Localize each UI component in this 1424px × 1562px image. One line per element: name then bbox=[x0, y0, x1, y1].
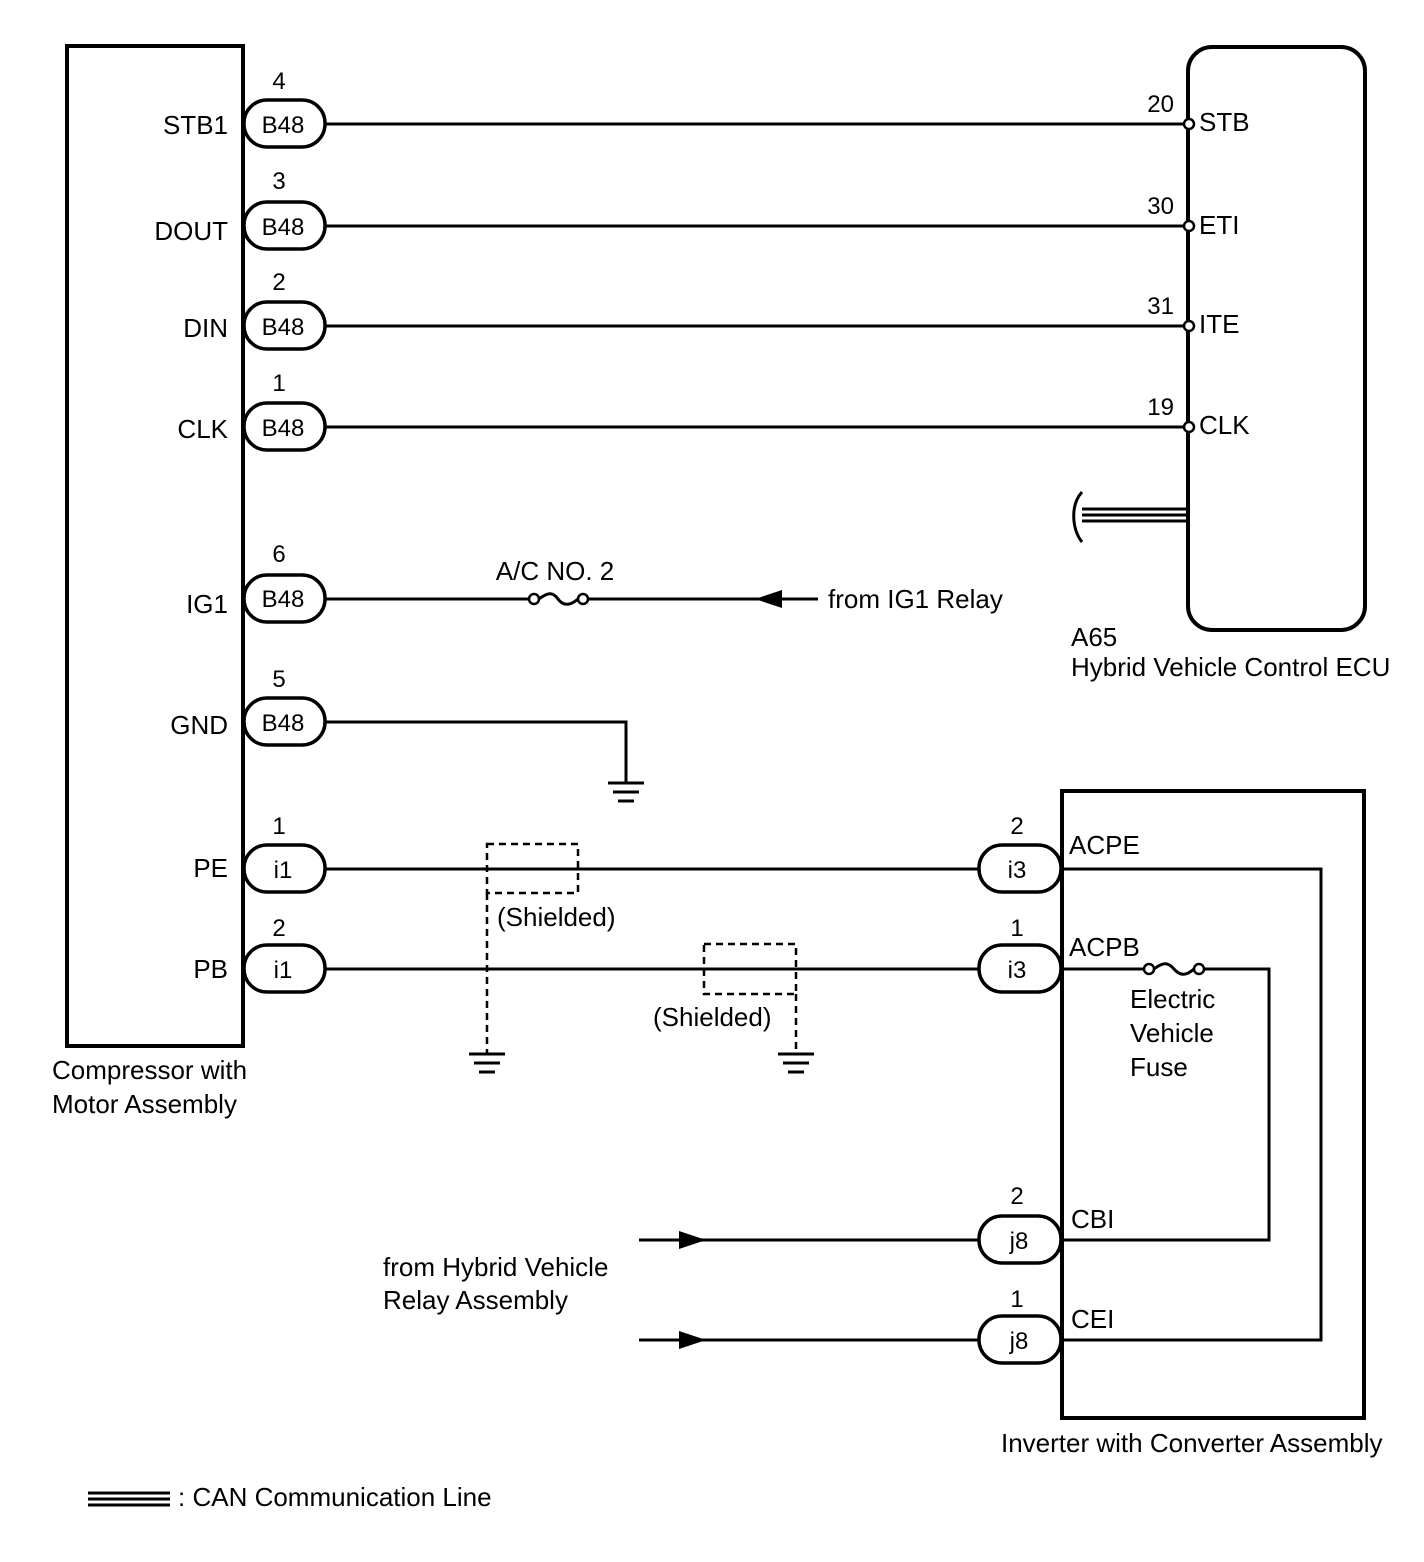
connector-b48-din: B48 2 bbox=[242, 269, 327, 351]
compressor-name-line2: Motor Assembly bbox=[52, 1089, 237, 1119]
pin-label-gnd: GND bbox=[170, 710, 228, 740]
pin-number: 6 bbox=[272, 541, 285, 568]
pin-label-dout: DOUT bbox=[154, 216, 228, 246]
pin-label-stb1: STB1 bbox=[163, 110, 228, 140]
fuse-ac-no2 bbox=[527, 592, 590, 606]
from-hv-relay-line2: Relay Assembly bbox=[383, 1285, 568, 1315]
ecu-pin-label-clk: CLK bbox=[1199, 410, 1250, 440]
connector-i3-acpb: i3 1 bbox=[977, 915, 1063, 994]
ecu-terminal-ite bbox=[1182, 319, 1196, 333]
from-ig1-relay: from IG1 Relay bbox=[828, 584, 1003, 614]
connector-code: i3 bbox=[1008, 857, 1027, 884]
shield-box-2 bbox=[702, 942, 798, 996]
connector-code: i1 bbox=[274, 857, 293, 884]
pin-number: 2 bbox=[1010, 1183, 1023, 1210]
connector-code: B48 bbox=[262, 710, 305, 737]
pin-number: 4 bbox=[272, 68, 285, 95]
pin-label-din: DIN bbox=[183, 313, 228, 343]
ev-fuse-label-1: Electric bbox=[1130, 984, 1215, 1014]
inv-wire-acpe-cei bbox=[1062, 867, 1323, 1342]
inv-pin-label-acpe: ACPE bbox=[1069, 830, 1140, 860]
ev-fuse-label-3: Fuse bbox=[1130, 1052, 1188, 1082]
compressor-box bbox=[65, 44, 245, 1048]
connector-code: B48 bbox=[262, 112, 305, 139]
arrow-ig1 bbox=[755, 590, 782, 608]
legend-can-line-text: : CAN Communication Line bbox=[178, 1482, 492, 1512]
connector-b48-dout: B48 3 bbox=[242, 168, 327, 251]
shield-label-1: (Shielded) bbox=[497, 902, 616, 932]
ecu-pin-label-eti: ETI bbox=[1199, 210, 1239, 240]
pin-number: 2 bbox=[272, 269, 285, 296]
ecu-pin-num-stb: 20 bbox=[1147, 91, 1174, 118]
inverter-name: Inverter with Converter Assembly bbox=[1001, 1428, 1382, 1458]
shield-box-1 bbox=[485, 842, 580, 895]
ground-symbol-shield-1 bbox=[469, 1052, 505, 1074]
arrow-cei bbox=[679, 1331, 706, 1349]
inverter-box bbox=[1060, 789, 1366, 1420]
compressor-name-line1: Compressor with bbox=[52, 1055, 247, 1085]
legend-can-line-symbol bbox=[88, 1491, 170, 1507]
connector-code: B48 bbox=[262, 314, 305, 341]
connector-code: j8 bbox=[1009, 1228, 1029, 1255]
connector-b48-gnd: B48 5 bbox=[242, 666, 327, 747]
from-hv-relay-line1: from Hybrid Vehicle bbox=[383, 1252, 608, 1282]
connector-code: B48 bbox=[262, 586, 305, 613]
wire-gnd bbox=[325, 720, 628, 782]
pin-number: 1 bbox=[272, 370, 285, 397]
inv-wire-fuse-cbi bbox=[1062, 967, 1271, 1242]
connector-i1-pb: i1 2 bbox=[242, 915, 327, 994]
ecu-terminal-clk bbox=[1182, 420, 1196, 434]
ev-fuse-label-2: Vehicle bbox=[1130, 1018, 1214, 1048]
connector-j8-cei: j8 1 bbox=[977, 1286, 1063, 1365]
connector-code: B48 bbox=[262, 214, 305, 241]
connector-j8-cbi: j8 2 bbox=[977, 1183, 1063, 1265]
ecu-pin-label-ite: ITE bbox=[1199, 309, 1239, 339]
connector-code: j8 bbox=[1009, 1328, 1029, 1355]
connector-code: i3 bbox=[1008, 957, 1027, 984]
pin-label-ig1: IG1 bbox=[186, 589, 228, 619]
ecu-terminal-stb bbox=[1182, 117, 1196, 131]
ecu-terminal-eti bbox=[1182, 219, 1196, 233]
connector-code: i1 bbox=[274, 957, 293, 984]
inv-pin-label-acpb: ACPB bbox=[1069, 932, 1140, 962]
ecu-pin-num-eti: 30 bbox=[1147, 193, 1174, 220]
pin-number: 2 bbox=[1010, 813, 1023, 840]
pin-number: 2 bbox=[272, 915, 285, 942]
fuse-ac-label: A/C NO. 2 bbox=[496, 556, 614, 586]
arrow-cbi bbox=[679, 1231, 706, 1249]
connector-i3-acpe: i3 2 bbox=[977, 813, 1063, 894]
can-line-stub bbox=[1072, 490, 1188, 543]
pin-number: 1 bbox=[1010, 915, 1023, 942]
ground-symbol-gnd bbox=[608, 781, 644, 803]
inv-pin-label-cei: CEI bbox=[1071, 1304, 1114, 1334]
pin-label-pe: PE bbox=[193, 853, 228, 883]
connector-i1-pe: i1 1 bbox=[242, 813, 327, 894]
ecu-name: Hybrid Vehicle Control ECU bbox=[1071, 652, 1390, 682]
inv-pin-label-cbi: CBI bbox=[1071, 1204, 1114, 1234]
ground-symbol-shield-2 bbox=[778, 1052, 814, 1074]
pin-label-pb: PB bbox=[193, 954, 228, 984]
pin-number: 1 bbox=[1010, 1286, 1023, 1313]
pin-label-clk: CLK bbox=[177, 414, 228, 444]
pin-number: 1 bbox=[272, 813, 285, 840]
connector-b48-clk: B48 1 bbox=[242, 370, 327, 452]
ecu-box bbox=[1186, 45, 1367, 632]
shield-label-2: (Shielded) bbox=[653, 1002, 772, 1032]
ecu-pin-num-ite: 31 bbox=[1147, 293, 1174, 320]
ecu-pin-num-clk: 19 bbox=[1147, 394, 1174, 421]
pin-number: 5 bbox=[272, 666, 285, 693]
fuse-electric-vehicle bbox=[1142, 962, 1206, 976]
connector-code: B48 bbox=[262, 415, 305, 442]
pin-number: 3 bbox=[272, 168, 285, 195]
ecu-code: A65 bbox=[1071, 622, 1117, 652]
connector-b48-ig1: B48 6 bbox=[242, 541, 327, 624]
ecu-pin-label-stb: STB bbox=[1199, 107, 1250, 137]
connector-b48-stb1: B48 4 bbox=[242, 68, 327, 149]
